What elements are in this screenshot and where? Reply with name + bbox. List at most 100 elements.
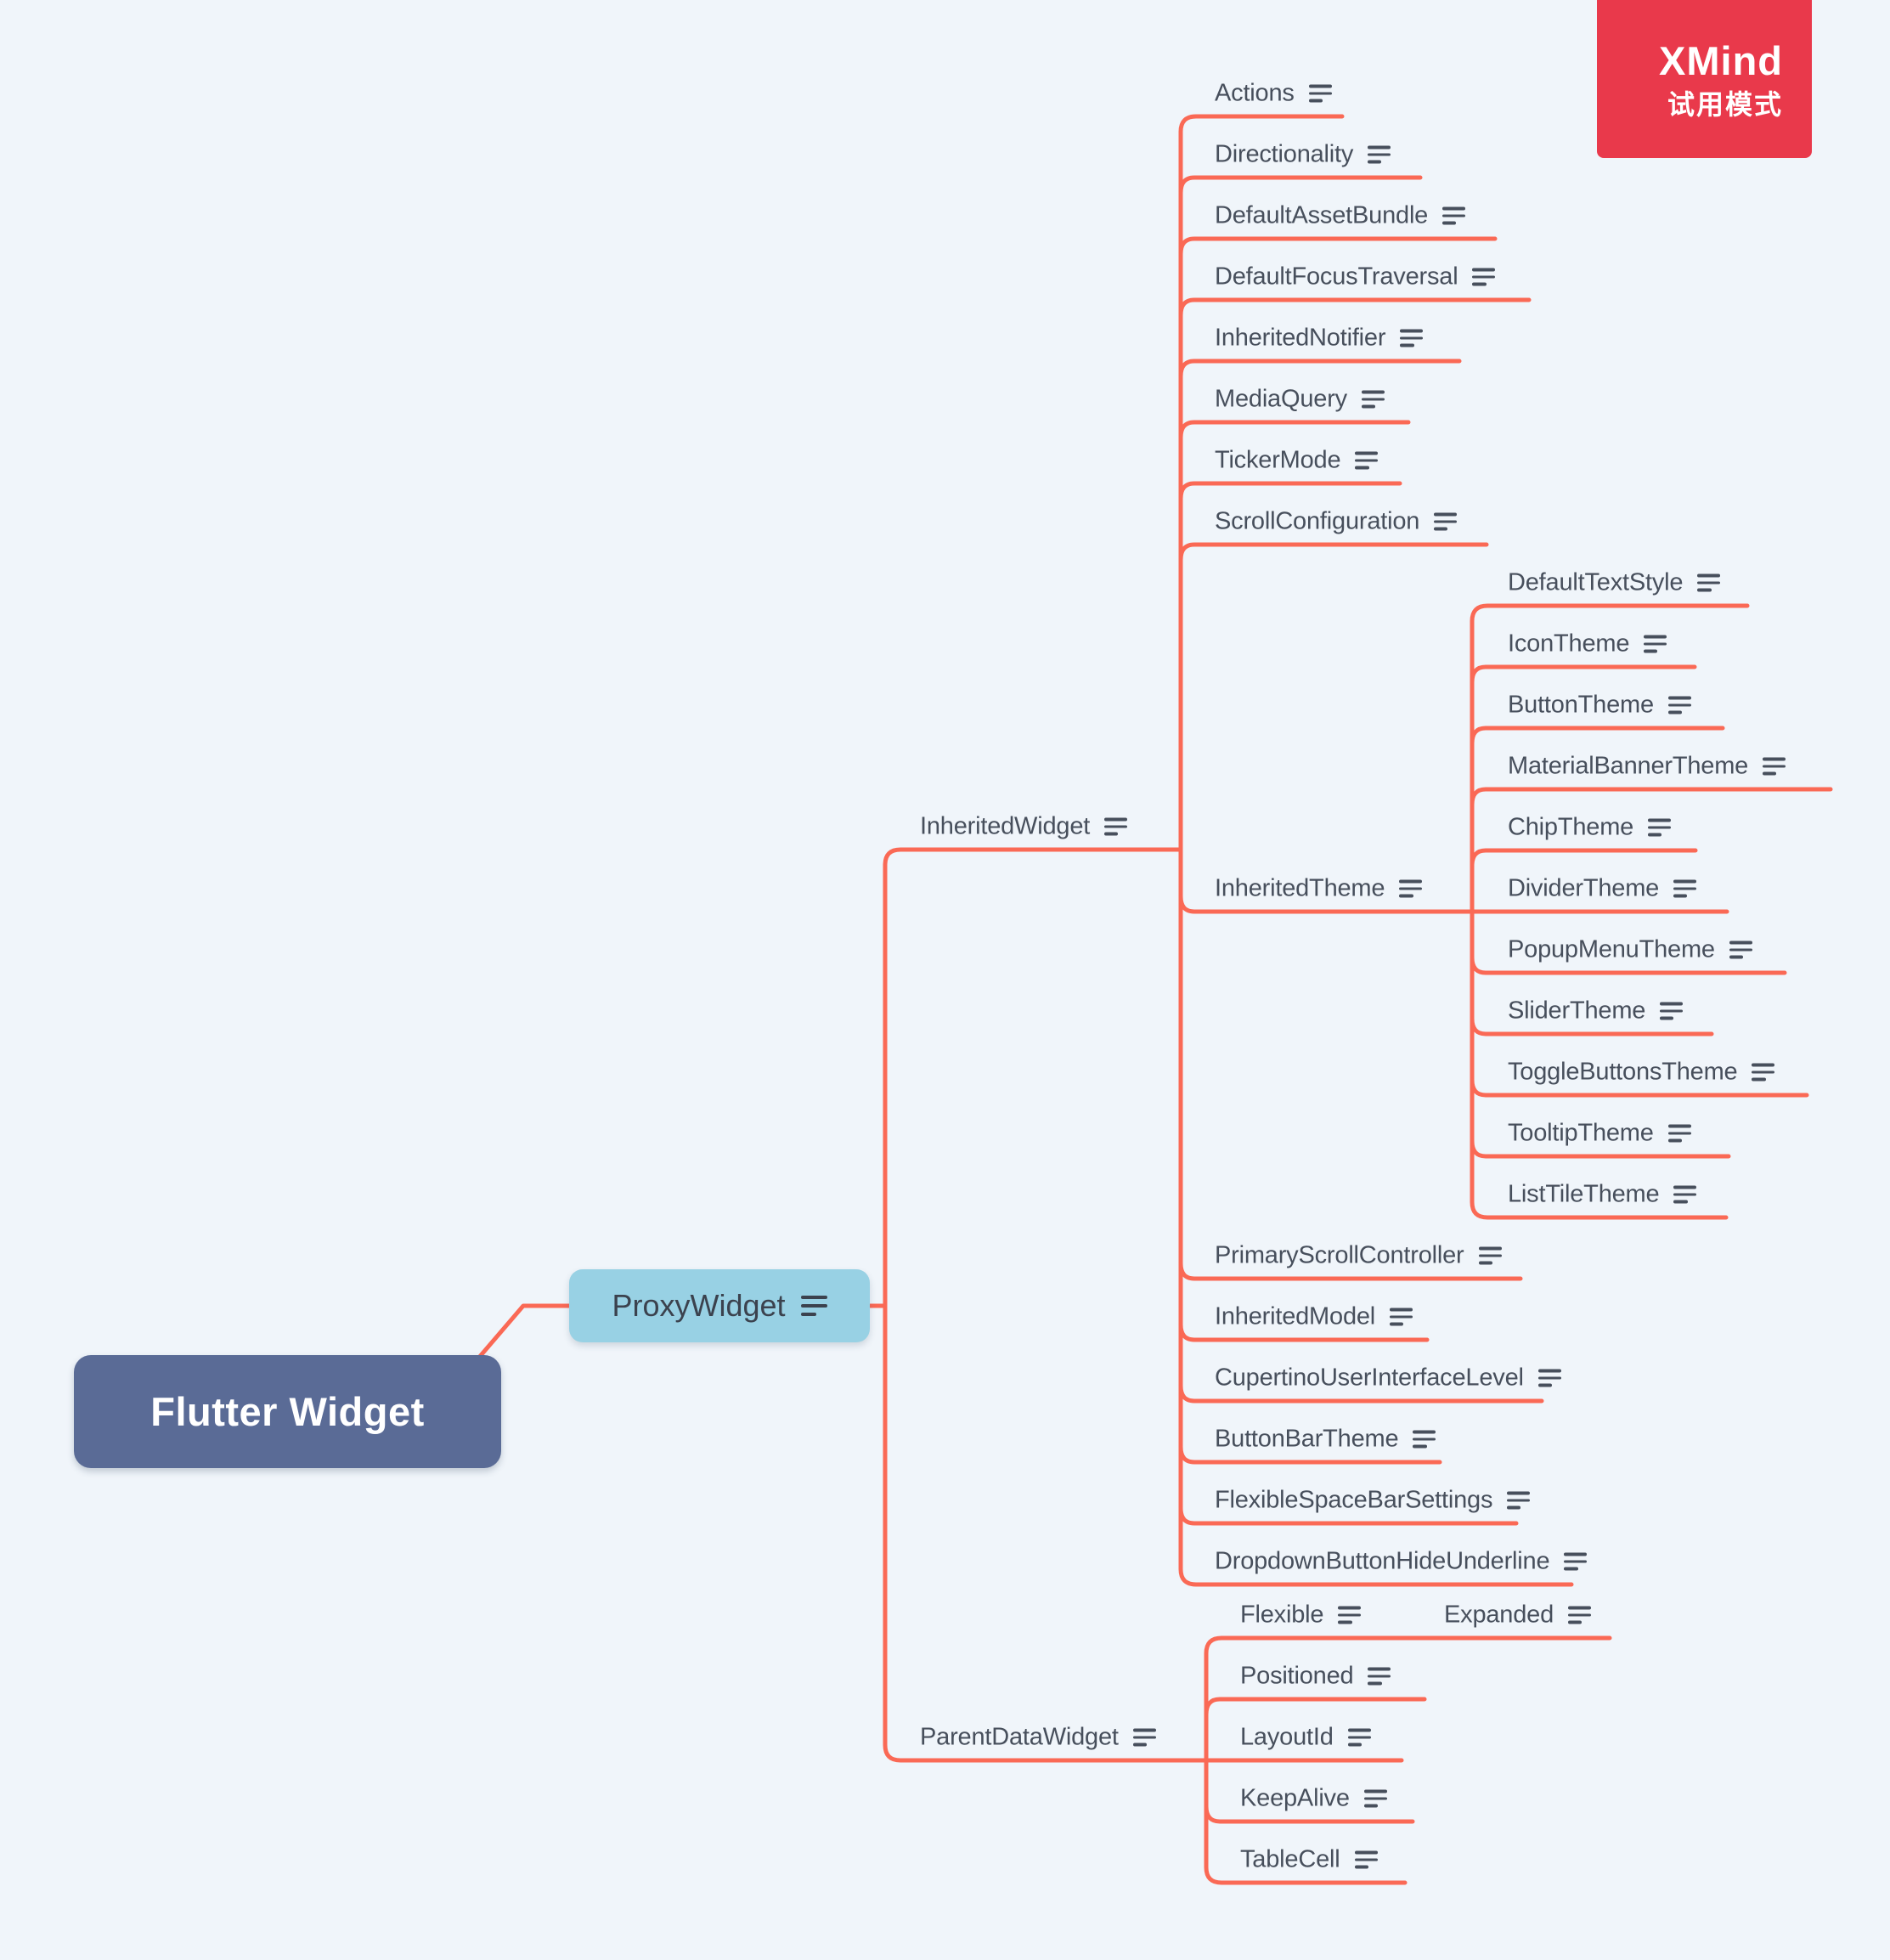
notes-icon[interactable] xyxy=(1673,1185,1697,1204)
topic-cupertinouserinterfacelevel[interactable]: CupertinoUserInterfaceLevel xyxy=(1215,1364,1561,1392)
topic-proxywidget[interactable]: ProxyWidget xyxy=(569,1269,870,1342)
topic-parentdatawidget[interactable]: ParentDataWidget xyxy=(920,1724,1156,1752)
topic-togglebuttonstheme[interactable]: ToggleButtonsTheme xyxy=(1508,1058,1775,1087)
topic-materialbannertheme[interactable]: MaterialBannerTheme xyxy=(1508,753,1786,781)
topic-label: DefaultFocusTraversal xyxy=(1215,263,1458,291)
notes-icon[interactable] xyxy=(1442,206,1466,225)
topic-dividertheme[interactable]: DividerTheme xyxy=(1508,874,1697,903)
notes-icon[interactable] xyxy=(1660,1002,1684,1020)
topic-label: ListTileTheme xyxy=(1508,1180,1660,1208)
topic-directionality[interactable]: Directionality xyxy=(1215,141,1391,169)
topic-label: Flexible xyxy=(1240,1601,1324,1629)
topic-label: TooltipTheme xyxy=(1508,1119,1654,1147)
topic-label: ButtonBarTheme xyxy=(1215,1425,1399,1453)
notes-icon[interactable] xyxy=(1347,1728,1371,1747)
topic-defaultassetbundle[interactable]: DefaultAssetBundle xyxy=(1215,202,1466,230)
notes-icon[interactable] xyxy=(1478,1246,1502,1265)
topic-label: DefaultTextStyle xyxy=(1508,568,1684,596)
topic-primaryscrollcontroller[interactable]: PrimaryScrollController xyxy=(1215,1242,1502,1270)
notes-icon[interactable] xyxy=(1667,696,1691,715)
notes-icon[interactable] xyxy=(1648,818,1672,837)
notes-icon[interactable] xyxy=(1537,1369,1561,1387)
topic-label: IconTheme xyxy=(1508,630,1630,658)
topic-keepalive[interactable]: KeepAlive xyxy=(1240,1785,1387,1813)
topic-flexible[interactable]: Flexible xyxy=(1240,1601,1362,1630)
notes-icon[interactable] xyxy=(1413,1430,1436,1449)
notes-icon[interactable] xyxy=(1667,1124,1691,1143)
topic-label: PrimaryScrollController xyxy=(1215,1241,1464,1269)
topic-label: Positioned xyxy=(1240,1662,1354,1690)
topic-chiptheme[interactable]: ChipTheme xyxy=(1508,813,1672,842)
notes-icon[interactable] xyxy=(1355,451,1379,470)
notes-icon[interactable] xyxy=(1763,757,1786,776)
root-topic[interactable]: Flutter Widget xyxy=(74,1355,501,1468)
topic-label: ParentDataWidget xyxy=(920,1723,1119,1751)
topic-tablecell[interactable]: TableCell xyxy=(1240,1846,1378,1874)
topic-positioned[interactable]: Positioned xyxy=(1240,1663,1391,1691)
topic-layoutid[interactable]: LayoutId xyxy=(1240,1724,1371,1752)
notes-icon[interactable] xyxy=(1697,573,1721,592)
topic-label: Directionality xyxy=(1215,140,1354,168)
notes-icon[interactable] xyxy=(1673,879,1697,898)
topic-icontheme[interactable]: IconTheme xyxy=(1508,630,1667,658)
notes-icon[interactable] xyxy=(1400,329,1424,347)
topic-inheritedwidget[interactable]: InheritedWidget xyxy=(920,812,1128,841)
topic-expanded[interactable]: Expanded xyxy=(1444,1601,1592,1630)
notes-icon[interactable] xyxy=(1390,1308,1413,1326)
root-topic-label: Flutter Widget xyxy=(150,1389,425,1434)
notes-icon[interactable] xyxy=(1338,1606,1362,1624)
topic-label: TickerMode xyxy=(1215,446,1341,474)
notes-icon[interactable] xyxy=(1308,84,1332,103)
topic-flexiblespacebarsettings[interactable]: FlexibleSpaceBarSettings xyxy=(1215,1486,1531,1515)
trial-mode-text: 试用模式 xyxy=(1667,88,1783,120)
topic-label: LayoutId xyxy=(1240,1723,1334,1751)
notes-icon[interactable] xyxy=(1368,145,1391,164)
topic-label: ToggleButtonsTheme xyxy=(1508,1058,1738,1086)
notes-icon[interactable] xyxy=(1132,1728,1156,1747)
topic-dropdownbuttonhideunderline[interactable]: DropdownButtonHideUnderline xyxy=(1215,1548,1588,1576)
notes-icon[interactable] xyxy=(1568,1606,1592,1624)
topic-defaultfocustraversal[interactable]: DefaultFocusTraversal xyxy=(1215,263,1496,291)
notes-icon[interactable] xyxy=(1729,940,1752,959)
topic-listtiletheme[interactable]: ListTileTheme xyxy=(1508,1180,1697,1209)
notes-icon[interactable] xyxy=(1361,390,1385,409)
topic-scrollconfiguration[interactable]: ScrollConfiguration xyxy=(1215,507,1458,536)
topic-label: InheritedTheme xyxy=(1215,874,1385,902)
topic-inheritedmodel[interactable]: InheritedModel xyxy=(1215,1303,1413,1331)
topic-label: Expanded xyxy=(1444,1601,1554,1629)
notes-icon[interactable] xyxy=(1472,268,1496,286)
topic-label: Actions xyxy=(1215,79,1295,107)
notes-icon[interactable] xyxy=(1564,1552,1588,1571)
notes-icon[interactable] xyxy=(800,1296,827,1316)
notes-icon[interactable] xyxy=(1363,1789,1387,1808)
notes-icon[interactable] xyxy=(1354,1850,1378,1869)
topic-label: DividerTheme xyxy=(1508,874,1660,902)
notes-icon[interactable] xyxy=(1368,1667,1391,1686)
topic-actions[interactable]: Actions xyxy=(1215,80,1332,108)
topic-proxywidget-label: ProxyWidget xyxy=(612,1288,786,1323)
topic-slidertheme[interactable]: SliderTheme xyxy=(1508,997,1684,1025)
topic-defaulttextstyle[interactable]: DefaultTextStyle xyxy=(1508,568,1721,597)
notes-icon[interactable] xyxy=(1644,635,1667,653)
topic-buttontheme[interactable]: ButtonTheme xyxy=(1508,692,1691,720)
topic-popupmenutheme[interactable]: PopupMenuTheme xyxy=(1508,936,1752,964)
topic-tooltiptheme[interactable]: TooltipTheme xyxy=(1508,1120,1691,1148)
topic-label: ChipTheme xyxy=(1508,813,1634,841)
notes-icon[interactable] xyxy=(1752,1063,1775,1082)
notes-icon[interactable] xyxy=(1434,512,1458,531)
topic-label: CupertinoUserInterfaceLevel xyxy=(1215,1364,1524,1392)
notes-icon[interactable] xyxy=(1399,879,1423,898)
topic-inheritedtheme[interactable]: InheritedTheme xyxy=(1215,874,1423,903)
topic-label: InheritedWidget xyxy=(920,812,1091,840)
topic-label: FlexibleSpaceBarSettings xyxy=(1215,1486,1493,1514)
topic-label: ScrollConfiguration xyxy=(1215,507,1420,535)
notes-icon[interactable] xyxy=(1507,1491,1531,1510)
notes-icon[interactable] xyxy=(1104,817,1128,836)
topic-inheritednotifier[interactable]: InheritedNotifier xyxy=(1215,325,1424,353)
topic-label: InheritedModel xyxy=(1215,1302,1376,1330)
topic-tickermode[interactable]: TickerMode xyxy=(1215,446,1379,475)
topic-mediaquery[interactable]: MediaQuery xyxy=(1215,386,1385,414)
topic-buttonbartheme[interactable]: ButtonBarTheme xyxy=(1215,1426,1436,1454)
